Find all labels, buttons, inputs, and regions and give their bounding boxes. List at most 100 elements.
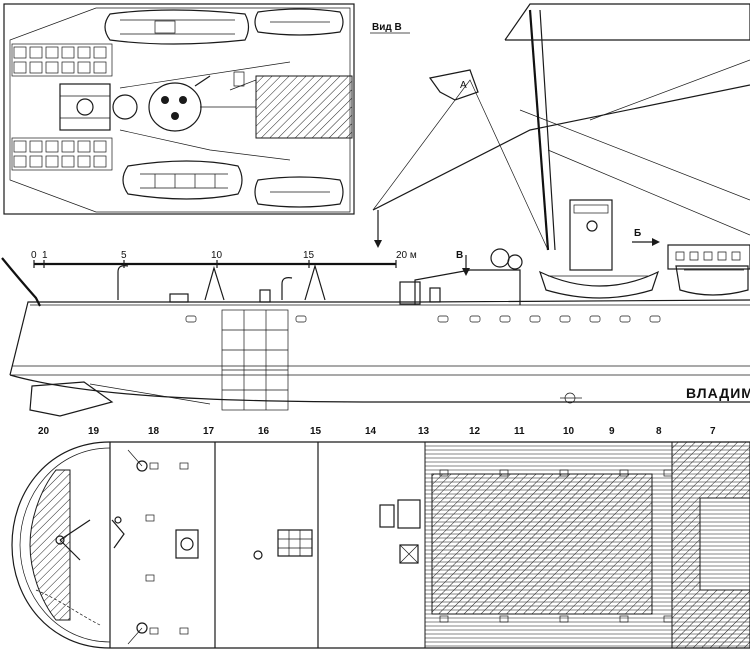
vent-grille (93, 140, 107, 153)
inset-vent-grid-bottom (11, 137, 113, 171)
deck-plan (11, 441, 750, 649)
frame-number: 13 (418, 426, 430, 437)
bollard (619, 615, 629, 623)
lifeboat-icon (675, 265, 749, 296)
vent-grille (29, 46, 43, 59)
porthole (295, 315, 307, 323)
deckhouse (667, 244, 750, 270)
lifeboat-icon (254, 176, 344, 208)
porthole (529, 315, 541, 323)
scale-bar: 0 1 5 10 15 20 м (31, 250, 417, 268)
frame-number: 19 (88, 426, 100, 437)
frame-number: 18 (148, 426, 160, 437)
vent-grille (77, 155, 91, 168)
bollard (149, 462, 159, 470)
bollard (559, 615, 569, 623)
frame-number: 14 (365, 426, 377, 437)
vent-grille (29, 155, 43, 168)
porthole (185, 315, 197, 323)
bollard (145, 514, 155, 522)
funnel-icon (148, 82, 202, 132)
porthole (589, 315, 601, 323)
scale-tick-20: 20 м (396, 250, 417, 261)
scale-tick-5: 5 (121, 250, 127, 261)
lifeboat-icon (254, 8, 344, 36)
vent-grille (77, 140, 91, 153)
lifeboat-icon (538, 270, 660, 299)
vent-grille (13, 155, 27, 168)
vent-grille (61, 155, 75, 168)
anchor-icon (55, 519, 91, 561)
vent-grille (93, 155, 107, 168)
frame-number: 9 (609, 426, 615, 437)
bollard (499, 615, 509, 623)
vent-grille (29, 140, 43, 153)
frame-number: 8 (656, 426, 662, 437)
side-elevation: А В Б (1, 3, 750, 417)
capstan-icon (59, 83, 138, 131)
funnel-icon (569, 199, 613, 271)
bollard (663, 469, 673, 477)
anchor-icon (111, 516, 125, 549)
bollard (559, 469, 569, 477)
vent-grille (77, 46, 91, 59)
frame-number: 12 (469, 426, 481, 437)
view-label: Вид В (372, 22, 402, 33)
bollard (145, 574, 155, 582)
bollard (179, 462, 189, 470)
bollard (149, 627, 159, 635)
vent-grille (13, 140, 27, 153)
bollard (619, 469, 629, 477)
scale-tick-15: 15 (303, 250, 315, 261)
frame-number: 15 (310, 426, 322, 437)
vent-grille (61, 46, 75, 59)
scale-tick-10: 10 (211, 250, 223, 261)
flag (428, 69, 479, 101)
rudder (29, 381, 114, 417)
vent-grille (61, 61, 75, 74)
capstan-icon (490, 248, 510, 268)
porthole (437, 315, 449, 323)
bollard (663, 615, 673, 623)
frame-number: 10 (563, 426, 575, 437)
vent-grille (93, 46, 107, 59)
mast-icon (504, 3, 750, 251)
vent-grille (61, 140, 75, 153)
frame-number: 20 (38, 426, 50, 437)
inset-hatch-cover (255, 75, 353, 139)
frame-numbers: 20 19 18 17 16 15 14 13 12 11 10 9 8 7 (38, 426, 716, 437)
vent-grille (29, 61, 43, 74)
bollard (439, 469, 449, 477)
vent-grille (77, 61, 91, 74)
lifeboat-icon (104, 9, 250, 45)
lifeboat-icon (122, 160, 243, 200)
scale-tick-1: 1 (42, 250, 48, 261)
porthole (559, 315, 571, 323)
porthole (619, 315, 631, 323)
hull-name: ВЛАДИМ (686, 385, 750, 401)
porthole (469, 315, 481, 323)
frame-number: 16 (258, 426, 270, 437)
porthole (649, 315, 661, 323)
vent-grille (93, 61, 107, 74)
bollard (499, 469, 509, 477)
bollard (179, 627, 189, 635)
vent-grille (13, 61, 27, 74)
vent-grille (45, 155, 59, 168)
vent-grille (45, 61, 59, 74)
frame-number: 7 (710, 426, 716, 437)
frame-number: 11 (514, 426, 525, 437)
vent-grille (45, 46, 59, 59)
flag-mark: А (460, 80, 467, 91)
section-arrow-label: Б (634, 228, 641, 239)
scale-tick-0: 0 (31, 250, 37, 261)
vent-grille (13, 46, 27, 59)
porthole (499, 315, 511, 323)
vent-grille (45, 140, 59, 153)
inset-vent-grid-top (11, 43, 113, 77)
view-arrow-label: В (456, 250, 463, 261)
bollard (439, 615, 449, 623)
frame-number: 17 (203, 426, 215, 437)
view-b-inset: Вид В (3, 3, 410, 215)
